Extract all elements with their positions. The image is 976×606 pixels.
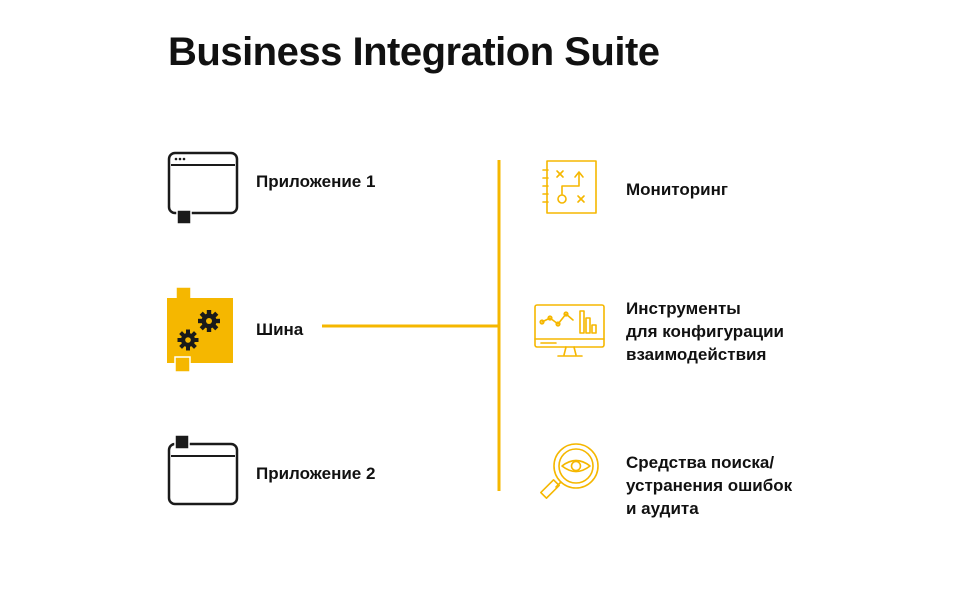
monitoring-label: Мониторинг	[626, 180, 728, 199]
config-label-line-2: для конфигурации	[626, 322, 784, 341]
search-label-line-3: и аудита	[626, 499, 699, 518]
search-audit-label: Средства поиска/ устранения ошибок и ауд…	[626, 451, 792, 520]
page-title: Business Integration Suite	[168, 30, 660, 74]
bus-gears-icon	[167, 298, 233, 363]
bus-label: Шина	[256, 320, 304, 339]
magnifier-eye-icon	[540, 443, 599, 499]
analytics-monitor-icon	[534, 304, 605, 357]
app1-label: Приложение 1	[256, 172, 376, 191]
connector-port-bus-bottom	[174, 356, 191, 373]
search-label-line-2: устранения ошибок	[626, 476, 793, 495]
search-label-line-1: Средства поиска/	[626, 453, 775, 472]
app2-label: Приложение 2	[256, 464, 376, 483]
connector-port-app2	[174, 434, 190, 450]
config-label-line-3: взаимодействия	[626, 345, 767, 364]
strategy-board-icon	[542, 160, 597, 214]
app2-window-icon	[167, 442, 239, 506]
config-tools-label: Инструменты для конфигурации взаимодейст…	[626, 297, 784, 366]
app1-window-icon	[167, 151, 239, 215]
connector-port-app1	[176, 209, 192, 225]
config-label-line-1: Инструменты	[626, 299, 741, 318]
